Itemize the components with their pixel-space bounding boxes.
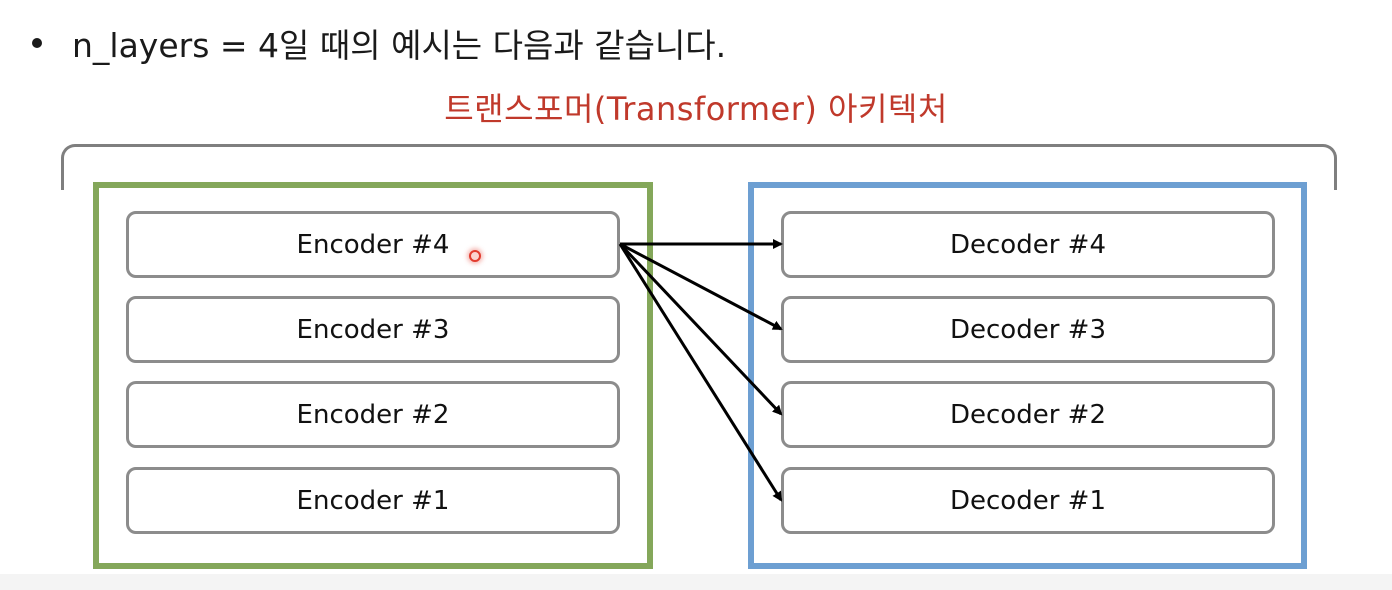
decoder-layer-2: Decoder #2 [781,381,1275,448]
decoder-layer-4: Decoder #4 [781,211,1275,278]
architecture-brace [61,144,1337,190]
cursor-pointer-dot [469,250,481,262]
bullet-text: n_layers = 4일 때의 예시는 다음과 같습니다. [72,26,727,65]
bullet-line: n_layers = 4일 때의 예시는 다음과 같습니다. [24,18,726,68]
bottom-strip [0,574,1392,590]
bullet-dot [32,38,42,48]
encoder-layer-4: Encoder #4 [126,211,620,278]
decoder-layer-3: Decoder #3 [781,296,1275,363]
decoder-layer-1: Decoder #1 [781,467,1275,534]
diagram-title: 트랜스포머(Transformer) 아키텍처 [444,90,948,128]
encoder-layer-3: Encoder #3 [126,296,620,363]
encoder-layer-1: Encoder #1 [126,467,620,534]
encoder-layer-2: Encoder #2 [126,381,620,448]
